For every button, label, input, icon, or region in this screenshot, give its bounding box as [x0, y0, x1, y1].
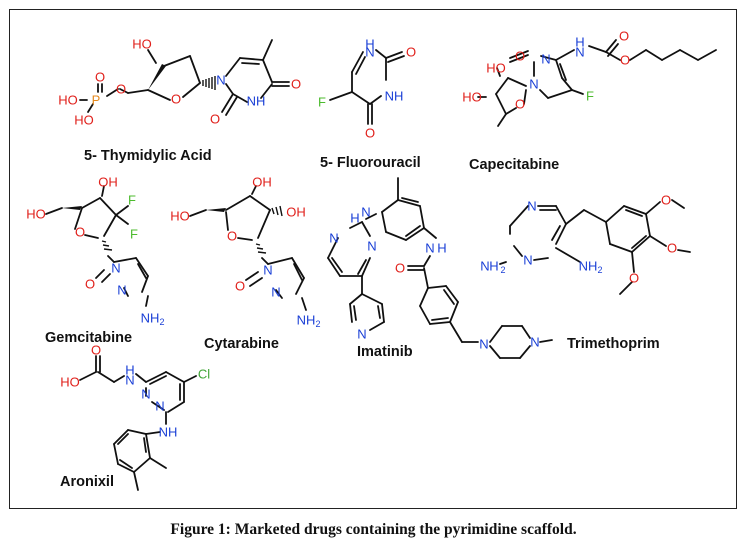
- svg-text:N: N: [541, 52, 550, 67]
- svg-text:O: O: [85, 277, 95, 292]
- svg-text:N: N: [155, 399, 164, 414]
- svg-text:N: N: [425, 241, 434, 256]
- svg-text:N: N: [357, 327, 366, 342]
- svg-text:O: O: [235, 279, 245, 294]
- svg-text:O: O: [75, 225, 85, 240]
- fluorouracil-label: 5- Fluorouracil: [320, 155, 421, 171]
- svg-text:O: O: [515, 49, 525, 64]
- svg-text:O: O: [171, 92, 181, 107]
- svg-text:HO: HO: [170, 209, 190, 224]
- svg-text:N: N: [523, 253, 532, 268]
- svg-text:NH: NH: [579, 259, 598, 274]
- svg-text:OH: OH: [98, 175, 118, 190]
- svg-text:O: O: [365, 126, 375, 141]
- svg-text:N: N: [527, 199, 536, 214]
- svg-text:NH: NH: [297, 313, 316, 328]
- svg-text:N: N: [111, 261, 120, 276]
- imatinib-label: Imatinib: [357, 344, 413, 360]
- svg-text:F: F: [318, 95, 326, 110]
- thymidylic-acid-label: 5- Thymidylic Acid: [84, 148, 212, 164]
- svg-text:NH: NH: [385, 89, 404, 104]
- trimethoprim-label: Trimethoprim: [567, 336, 660, 352]
- svg-text:N: N: [263, 263, 272, 278]
- svg-text:O: O: [227, 229, 237, 244]
- svg-text:N: N: [216, 73, 225, 88]
- svg-text:H: H: [437, 241, 446, 256]
- svg-text:N: N: [479, 337, 488, 352]
- capecitabine-label: Capecitabine: [469, 157, 559, 173]
- svg-text:HO: HO: [462, 90, 482, 105]
- aronixil-structure: O HO H N N N Cl NH: [60, 343, 210, 491]
- svg-text:H: H: [365, 37, 374, 52]
- svg-text:H: H: [125, 363, 134, 378]
- svg-text:H: H: [489, 259, 498, 274]
- cytarabine-label: Cytarabine: [204, 336, 279, 352]
- svg-text:O: O: [406, 45, 416, 60]
- svg-text:H: H: [350, 211, 359, 226]
- svg-text:H: H: [575, 35, 584, 50]
- svg-text:N: N: [365, 45, 374, 60]
- svg-text:HO: HO: [60, 375, 80, 390]
- figure-caption: Figure 1: Marketed drugs containing the …: [170, 521, 577, 538]
- svg-text:N: N: [575, 45, 584, 60]
- svg-text:HO: HO: [132, 37, 152, 52]
- svg-text:OH: OH: [286, 205, 306, 220]
- svg-text:O: O: [395, 261, 405, 276]
- svg-text:N: N: [271, 285, 280, 300]
- svg-text:O: O: [91, 343, 101, 358]
- svg-text:NH: NH: [247, 94, 266, 109]
- thymidylic-acid-structure: P O HO HO O O HO N O NH O: [58, 37, 301, 128]
- svg-text:F: F: [128, 193, 136, 208]
- svg-text:2: 2: [500, 265, 505, 275]
- svg-text:O: O: [95, 70, 105, 85]
- svg-text:O: O: [620, 53, 630, 68]
- svg-text:2: 2: [159, 317, 164, 327]
- svg-text:O: O: [291, 77, 301, 92]
- svg-text:O: O: [210, 112, 220, 127]
- imatinib-structure: N H N N N N H O N N: [327, 177, 553, 359]
- svg-text:N: N: [367, 239, 376, 254]
- trimethoprim-structure: N N H 2 N NH 2 O O O: [480, 193, 691, 295]
- aronixil-label: Aronixil: [60, 474, 114, 490]
- svg-text:F: F: [586, 89, 594, 104]
- svg-text:N: N: [141, 387, 150, 402]
- svg-text:2: 2: [315, 319, 320, 329]
- svg-text:N: N: [117, 283, 126, 298]
- svg-text:N: N: [361, 205, 370, 220]
- fluorouracil-structure: H N O NH F O: [318, 37, 416, 141]
- svg-text:N: N: [480, 259, 489, 274]
- svg-text:O: O: [116, 82, 126, 97]
- svg-text:O: O: [667, 241, 677, 256]
- svg-text:N: N: [529, 77, 538, 92]
- gemcitabine-structure: HO O OH F F N O N NH 2: [26, 175, 164, 328]
- svg-text:O: O: [619, 29, 629, 44]
- capecitabine-structure: O N N H N O O F O HO HO: [462, 29, 717, 127]
- svg-text:HO: HO: [58, 93, 78, 108]
- svg-text:O: O: [661, 193, 671, 208]
- svg-text:N: N: [329, 231, 338, 246]
- svg-text:O: O: [629, 271, 639, 286]
- svg-text:HO: HO: [26, 207, 46, 222]
- svg-text:NH: NH: [141, 311, 160, 326]
- svg-text:2: 2: [597, 265, 602, 275]
- svg-text:HO: HO: [74, 113, 94, 128]
- svg-text:N: N: [125, 373, 134, 388]
- svg-text:OH: OH: [252, 175, 272, 190]
- cytarabine-structure: HO O OH OH N O N NH 2: [170, 175, 320, 330]
- svg-text:HO: HO: [486, 61, 506, 76]
- svg-text:F: F: [130, 227, 138, 242]
- gemcitabine-label: Gemcitabine: [45, 330, 132, 346]
- svg-text:NH: NH: [159, 425, 178, 440]
- svg-text:N: N: [530, 335, 539, 350]
- svg-text:O: O: [515, 97, 525, 112]
- svg-text:Cl: Cl: [198, 367, 210, 382]
- svg-text:P: P: [92, 93, 101, 108]
